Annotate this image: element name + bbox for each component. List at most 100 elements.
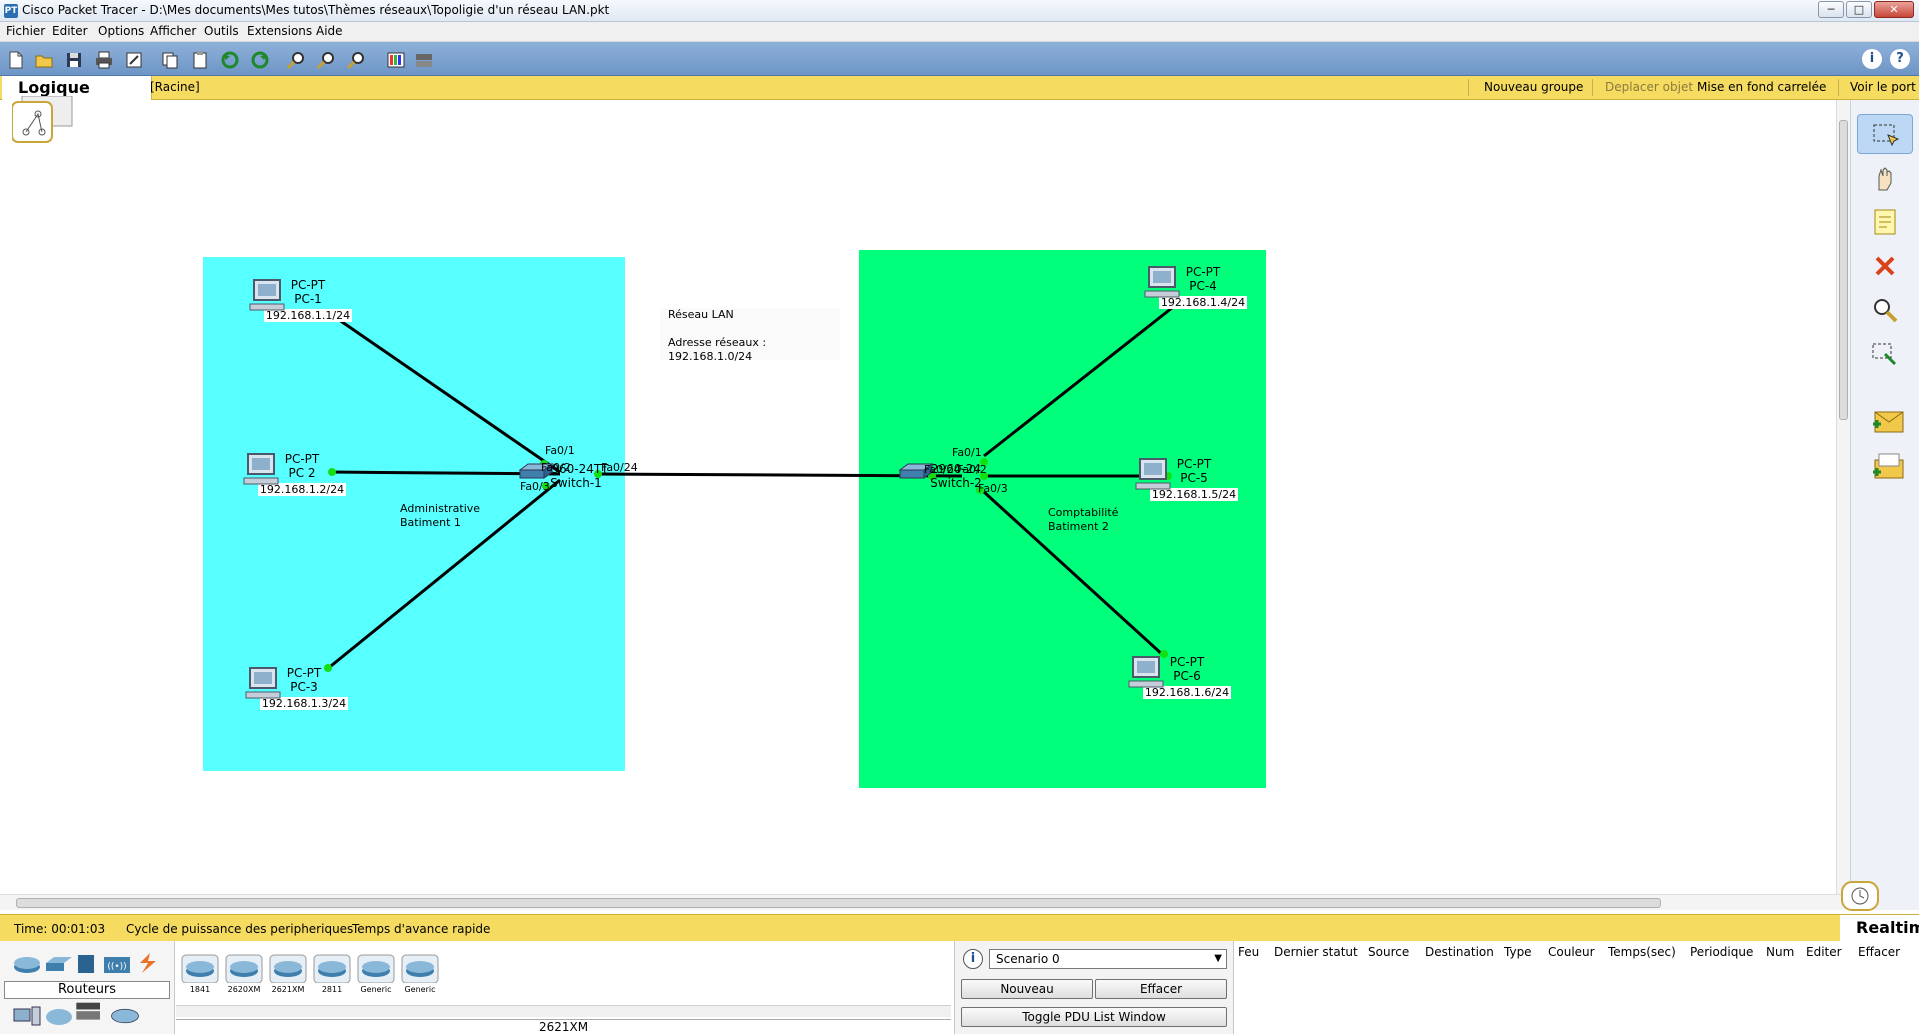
router-2811-button[interactable]: 2811 bbox=[312, 953, 352, 994]
palette-icon[interactable] bbox=[386, 50, 406, 70]
maximize-button[interactable]: □ bbox=[1846, 1, 1872, 18]
custom-device-icon[interactable] bbox=[414, 50, 434, 70]
select-tool-button[interactable] bbox=[1857, 114, 1913, 154]
paste-icon[interactable] bbox=[190, 50, 210, 70]
tiled-background-button[interactable]: Mise en fond carrelée bbox=[1697, 80, 1827, 94]
info-icon[interactable]: i bbox=[1862, 49, 1882, 69]
hub-category-icon[interactable] bbox=[74, 953, 104, 975]
copy-icon[interactable] bbox=[160, 50, 180, 70]
switch-icon bbox=[898, 463, 934, 479]
scenario-info-icon[interactable]: i bbox=[963, 949, 983, 969]
pc-5[interactable]: PC-PT PC-5 192.168.1.5/24 bbox=[1134, 457, 1254, 501]
column-header[interactable]: Source bbox=[1368, 945, 1410, 959]
switch-2[interactable]: 2960-24 Switch-2 bbox=[896, 462, 1016, 490]
column-header[interactable]: Couleur bbox=[1548, 945, 1595, 959]
add-complex-pdu-button[interactable] bbox=[1857, 446, 1913, 486]
wan-emulation-category-icon[interactable] bbox=[44, 1005, 74, 1027]
resize-shape-button[interactable] bbox=[1857, 334, 1913, 374]
link-up-indicator bbox=[980, 458, 988, 466]
scenario-select[interactable]: Scenario 0 ▼ bbox=[989, 949, 1227, 969]
column-header[interactable]: Num bbox=[1766, 945, 1795, 959]
move-object-button[interactable]: Deplacer objet bbox=[1605, 80, 1694, 94]
custom-devices-category-icon[interactable] bbox=[74, 1001, 104, 1023]
device-ip: 192.168.1.5/24 bbox=[1149, 488, 1239, 501]
router-1841-button[interactable]: 1841 bbox=[180, 953, 220, 994]
connections-category-icon[interactable] bbox=[132, 951, 162, 973]
column-header[interactable]: Type bbox=[1504, 945, 1532, 959]
column-header[interactable]: Effacer bbox=[1858, 945, 1901, 959]
pc-4[interactable]: PC-PT PC-4 192.168.1.4/24 bbox=[1143, 265, 1263, 309]
toggle-pdu-list-button[interactable]: Toggle PDU List Window bbox=[961, 1007, 1227, 1027]
logical-workspace-canvas[interactable]: Réseau LAN Adresse réseaux : 192.168.1.0… bbox=[0, 100, 1836, 894]
title-bar: PT Cisco Packet Tracer - D:\Mes document… bbox=[0, 0, 1919, 22]
save-icon[interactable] bbox=[64, 50, 84, 70]
open-folder-icon[interactable] bbox=[34, 50, 54, 70]
switch-1[interactable]: 2960-24TT Switch-1 bbox=[516, 462, 636, 490]
menu-tools[interactable]: Outils bbox=[204, 24, 239, 38]
inspect-tool-button[interactable] bbox=[1857, 290, 1913, 330]
router-2621xm-button[interactable]: 2621XM bbox=[268, 953, 308, 994]
view-port-button[interactable]: Voir le port bbox=[1850, 80, 1916, 94]
menu-extensions[interactable]: Extensions bbox=[247, 24, 313, 38]
menu-file[interactable]: Fichier bbox=[6, 24, 46, 38]
print-icon[interactable] bbox=[94, 50, 114, 70]
redo-icon[interactable] bbox=[250, 50, 270, 70]
move-layout-button[interactable] bbox=[1857, 158, 1913, 198]
router-generic-button[interactable]: Generic bbox=[356, 953, 396, 994]
switch-category-icon[interactable] bbox=[44, 953, 74, 975]
logical-view-icon[interactable] bbox=[11, 95, 74, 146]
root-breadcrumb[interactable]: [Racine] bbox=[150, 80, 200, 94]
column-header[interactable]: Destination bbox=[1425, 945, 1494, 959]
column-header[interactable]: Editer bbox=[1806, 945, 1842, 959]
pc-3[interactable]: PC-PT PC-3 192.168.1.3/24 bbox=[244, 666, 364, 710]
help-icon[interactable]: ? bbox=[1890, 49, 1910, 69]
wireless-category-icon[interactable]: ((•)) bbox=[102, 953, 132, 975]
network-note[interactable]: Réseau LAN Adresse réseaux : 192.168.1.0… bbox=[660, 308, 840, 363]
column-header[interactable]: Dernier statut bbox=[1274, 945, 1358, 959]
undo-icon[interactable] bbox=[220, 50, 240, 70]
router-2620xm-button[interactable]: 2620XM bbox=[224, 953, 264, 994]
horizontal-scrollbar-thumb[interactable] bbox=[16, 898, 1661, 908]
realtime-mode-tab[interactable]: Realtime bbox=[1840, 915, 1919, 942]
pc-2[interactable]: PC-PT PC 2 192.168.1.2/24 bbox=[242, 452, 362, 496]
router-generic-2-button[interactable]: Generic bbox=[400, 953, 440, 994]
menu-view[interactable]: Afficher bbox=[150, 24, 197, 38]
close-button[interactable]: ✕ bbox=[1874, 1, 1914, 18]
column-header[interactable]: Feu bbox=[1238, 945, 1260, 959]
zoom-out-icon[interactable] bbox=[346, 50, 366, 70]
fast-forward-time-button[interactable]: Temps d'avance rapide bbox=[352, 922, 491, 936]
vertical-scrollbar[interactable] bbox=[1836, 100, 1850, 894]
note-icon bbox=[1874, 209, 1896, 235]
end-devices-category-icon[interactable] bbox=[12, 1005, 42, 1027]
multiuser-category-icon[interactable] bbox=[110, 1005, 140, 1027]
horizontal-scrollbar[interactable] bbox=[0, 894, 1850, 910]
realtime-clock-icon[interactable] bbox=[1840, 880, 1880, 912]
device-panel-scrollbar[interactable] bbox=[176, 1005, 951, 1017]
new-file-icon[interactable] bbox=[6, 50, 26, 70]
activity-wizard-icon[interactable] bbox=[124, 50, 144, 70]
area-label-line: Batiment 1 bbox=[400, 516, 461, 529]
router-category-icon[interactable] bbox=[12, 953, 42, 975]
menu-options[interactable]: Options bbox=[98, 24, 145, 38]
power-cycle-devices-button[interactable]: Cycle de puissance des peripheriques bbox=[126, 922, 354, 936]
pc-1[interactable]: PC-PT PC-1 192.168.1.1/24 bbox=[248, 278, 368, 322]
place-note-button[interactable] bbox=[1857, 202, 1913, 242]
pc-6[interactable]: PC-PT PC-6 192.168.1.6/24 bbox=[1127, 655, 1247, 699]
delete-tool-button[interactable] bbox=[1857, 246, 1913, 286]
window-title: Cisco Packet Tracer - D:\Mes documents\M… bbox=[22, 3, 610, 17]
zoom-in-icon[interactable] bbox=[286, 50, 306, 70]
minimize-button[interactable]: ─ bbox=[1818, 1, 1844, 18]
zoom-reset-icon[interactable] bbox=[316, 50, 336, 70]
separator bbox=[1838, 79, 1839, 96]
new-scenario-button[interactable]: Nouveau bbox=[961, 979, 1093, 999]
delete-scenario-button[interactable]: Effacer bbox=[1095, 979, 1227, 999]
column-header[interactable]: Periodique bbox=[1690, 945, 1754, 959]
column-header[interactable]: Temps(sec) bbox=[1608, 945, 1676, 959]
menu-help[interactable]: Aide bbox=[316, 24, 343, 38]
logical-workspace-tab[interactable]: Logique bbox=[2, 76, 152, 100]
add-simple-pdu-button[interactable] bbox=[1857, 400, 1913, 440]
new-group-button[interactable]: Nouveau groupe bbox=[1484, 80, 1584, 94]
vertical-scrollbar-thumb[interactable] bbox=[1839, 120, 1848, 420]
menu-edit[interactable]: Editer bbox=[52, 24, 88, 38]
model-label: 2811 bbox=[321, 985, 343, 994]
